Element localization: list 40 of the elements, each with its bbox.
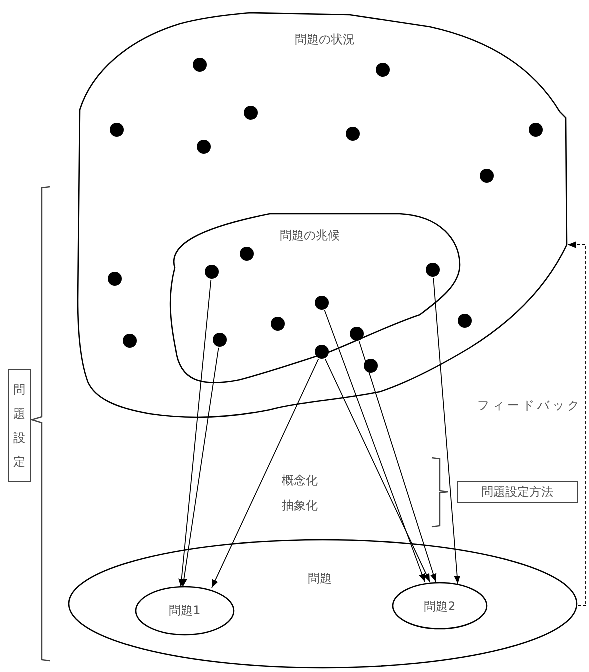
arrow	[181, 347, 220, 588]
region-title: 問題の兆候	[280, 228, 340, 244]
ellipse-label: 問題1	[169, 602, 201, 620]
box-label: 問題設定	[14, 382, 26, 470]
dot	[197, 140, 211, 154]
dot	[364, 359, 378, 373]
dot	[376, 63, 390, 77]
dot	[123, 334, 137, 348]
dot	[529, 123, 543, 137]
arrow	[433, 278, 461, 584]
arrow	[178, 280, 212, 588]
dot	[271, 317, 285, 331]
dot	[458, 314, 472, 328]
arrow	[568, 242, 586, 606]
dot	[193, 58, 207, 72]
dot	[110, 123, 124, 137]
label-text: 抽象化	[282, 498, 318, 514]
dot	[205, 265, 219, 279]
box-label: 問題設定方法	[482, 484, 554, 500]
dot	[315, 345, 329, 359]
dot	[240, 247, 254, 261]
ellipse-label: 問題2	[424, 598, 456, 616]
label-box	[8, 369, 31, 482]
dot	[346, 127, 360, 141]
dot	[213, 333, 227, 347]
ellipse-label: 問題	[308, 570, 332, 588]
label-text: 概念化	[282, 472, 318, 490]
arrow	[358, 341, 437, 582]
arrow	[212, 358, 320, 588]
dot	[315, 296, 329, 310]
arrow	[324, 310, 426, 582]
region-title: 問題の状況	[295, 32, 355, 48]
label-box	[457, 481, 578, 503]
dot	[480, 169, 494, 183]
dot	[244, 106, 258, 120]
dot	[350, 327, 364, 341]
dot	[426, 263, 440, 277]
edge-label: フィードバック	[478, 398, 582, 414]
dot	[108, 272, 122, 286]
arrow	[324, 358, 430, 582]
